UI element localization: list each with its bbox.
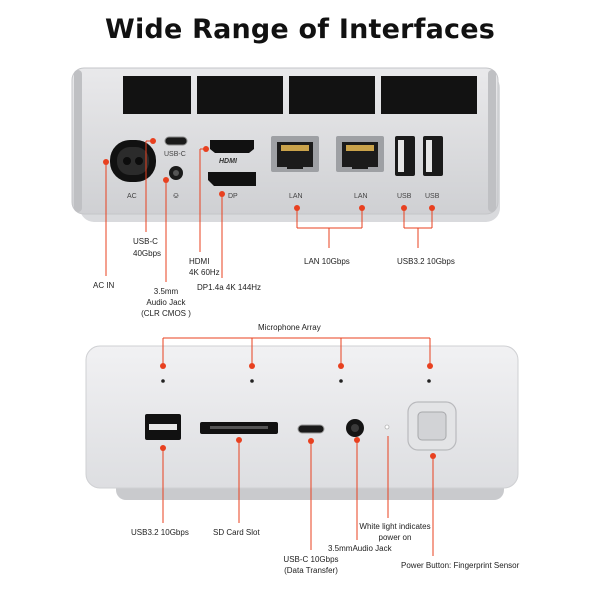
rear-callout-dots xyxy=(103,138,435,211)
front-device xyxy=(85,345,519,500)
port-label-usbc: USB-C xyxy=(164,151,186,158)
rear-usbc-port xyxy=(164,136,188,146)
port-label-lan-1: LAN xyxy=(289,193,303,200)
callout-ac-in: AC IN xyxy=(93,281,115,290)
headphone-icon: ⎉ xyxy=(173,191,179,200)
fingerprint-sensor xyxy=(417,411,447,441)
mic-hole xyxy=(161,379,165,383)
callout-light-line1: White light indicates xyxy=(359,522,431,531)
callout-light-line2: power on xyxy=(378,533,412,542)
lan-port-1 xyxy=(271,136,319,172)
callout-front-usbc-line2: (Data Transfer) xyxy=(284,566,338,575)
front-callout-lines xyxy=(162,337,434,556)
rear-vents xyxy=(123,76,477,114)
hdmi-port xyxy=(210,140,254,153)
hdmi-logo: HDMI xyxy=(219,158,238,165)
sd-card-slot xyxy=(200,422,278,434)
port-label-usb-2: USB xyxy=(425,193,440,200)
callout-power-button: Power Button: Fingerprint Sensor xyxy=(401,561,520,570)
power-indicator-light xyxy=(384,424,390,430)
rear-usb-port-1 xyxy=(395,136,415,176)
front-audio-jack xyxy=(346,419,364,437)
callout-front-usbc-line1: USB-C 10Gbps xyxy=(283,555,339,564)
front-usb-port xyxy=(145,414,181,440)
power-button xyxy=(407,401,457,451)
callout-audio-line1: 3.5mm xyxy=(153,287,179,296)
ac-inlet xyxy=(110,140,156,182)
callout-usbc-line1: USB-C xyxy=(133,237,158,246)
callout-front-usb: USB3.2 10Gbps xyxy=(131,528,189,537)
callout-usb: USB3.2 10Gbps xyxy=(397,257,455,266)
mic-hole xyxy=(339,379,343,383)
page-title: Wide Range of Interfaces xyxy=(105,14,495,45)
mic-hole xyxy=(427,379,431,383)
callout-sd-card: SD Card Slot xyxy=(213,528,260,537)
callout-audio-line3: (CLR CMOS ) xyxy=(141,309,191,318)
callout-microphone-array: Microphone Array xyxy=(258,323,321,332)
port-label-dp: DP xyxy=(228,193,238,200)
rear-audio-jack xyxy=(169,166,183,180)
front-usbc-port xyxy=(297,424,325,434)
port-label-lan-2: LAN xyxy=(354,193,368,200)
front-callout-dots xyxy=(160,363,436,459)
callout-hdmi-line2: 4K 60Hz xyxy=(189,268,220,277)
rear-device: ⎉ HDMI xyxy=(71,67,500,222)
lan-port-2 xyxy=(336,136,384,172)
dp-port xyxy=(208,172,256,186)
callout-audio-line2: Audio Jack xyxy=(146,298,186,307)
port-label-ac: AC xyxy=(127,193,137,200)
callout-front-audio: 3.5mmAudio Jack xyxy=(328,544,392,553)
rear-usb-port-2 xyxy=(423,136,443,176)
callout-lan: LAN 10Gbps xyxy=(304,257,350,266)
front-case xyxy=(85,345,519,489)
callout-dp: DP1.4a 4K 144Hz xyxy=(197,283,262,292)
port-label-usb-1: USB xyxy=(397,193,412,200)
callout-usbc-line2: 40Gbps xyxy=(133,249,162,258)
callout-hdmi-line1: HDMI xyxy=(189,257,210,266)
mic-hole xyxy=(250,379,254,383)
